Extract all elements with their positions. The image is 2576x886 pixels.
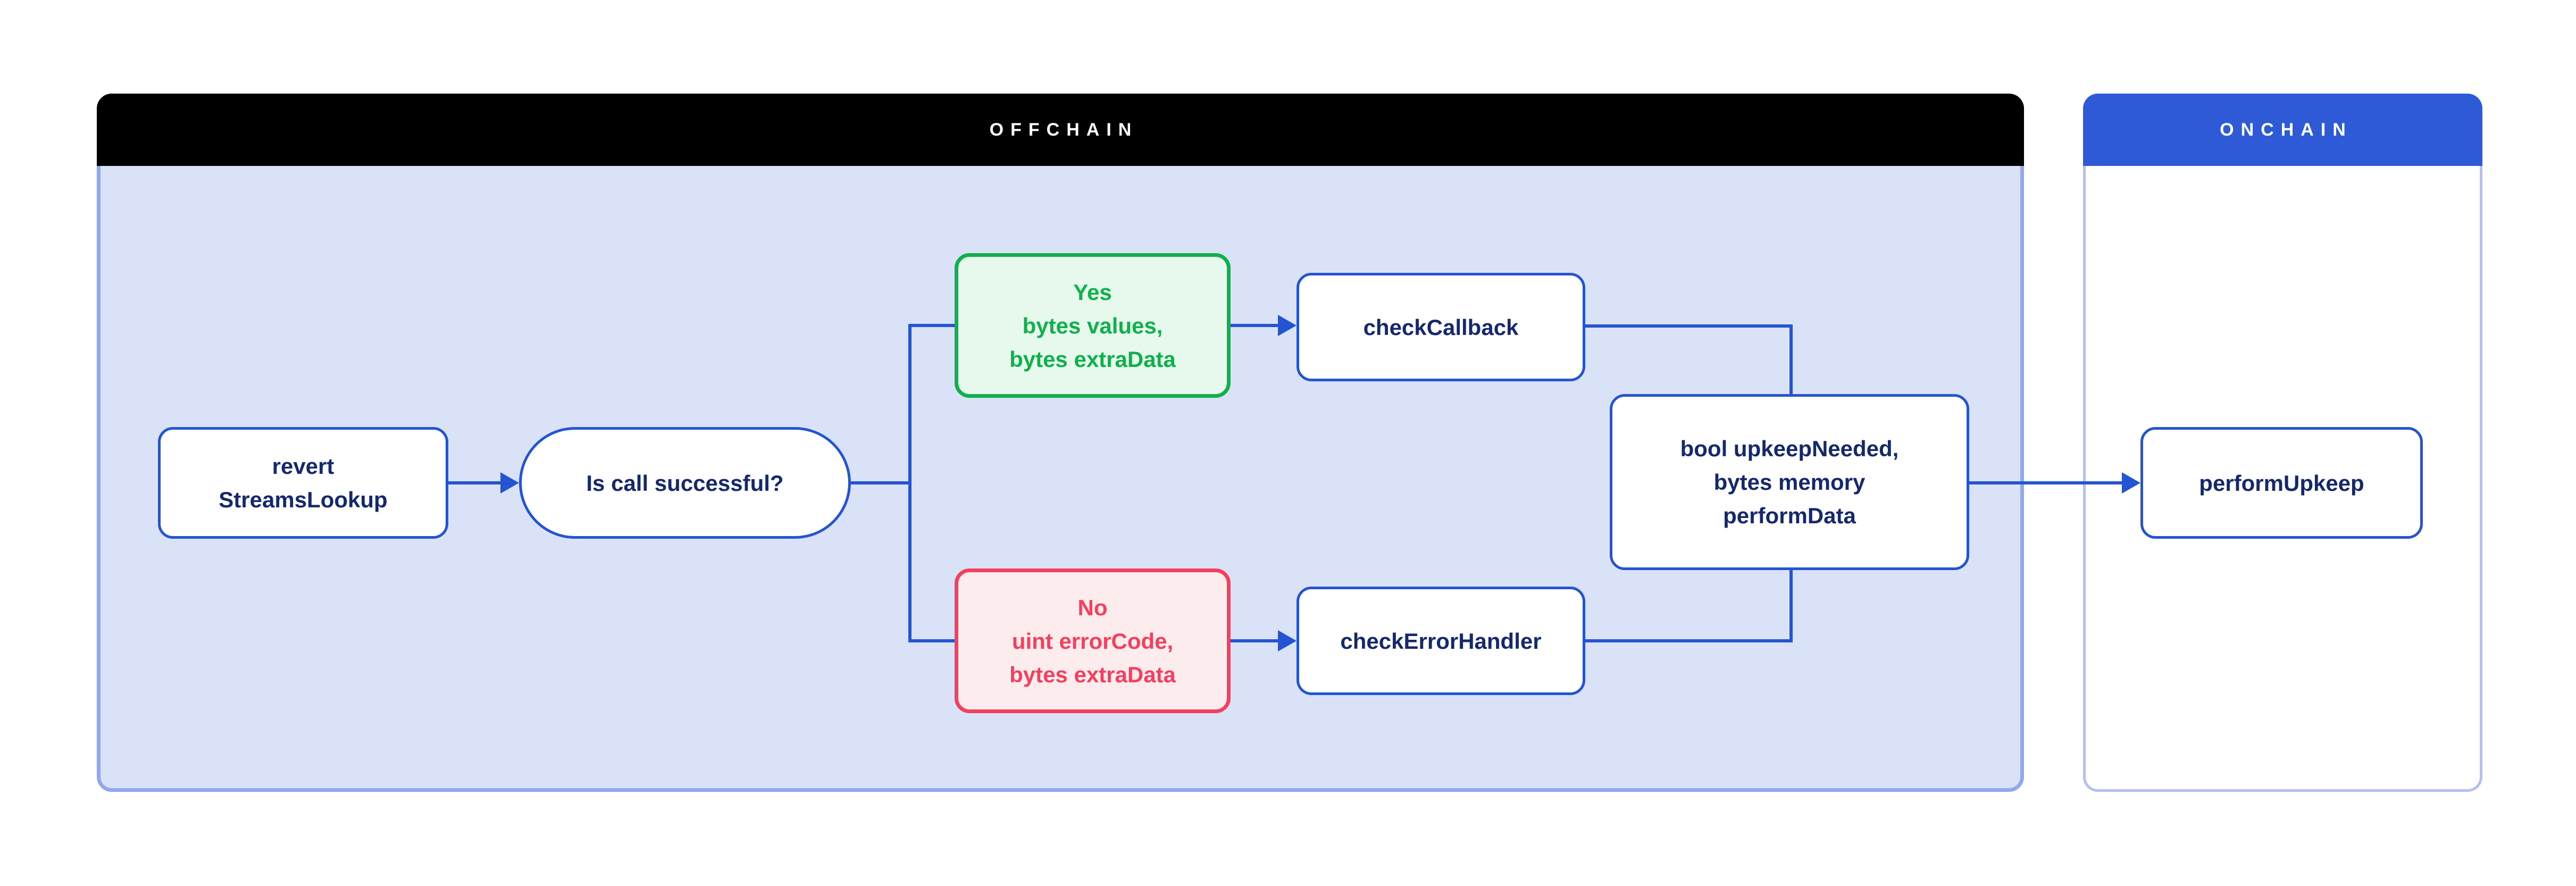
node-yes-line2: bytes values,	[1022, 313, 1163, 338]
onchain-panel-title: ONCHAIN	[2220, 119, 2353, 140]
node-no-line3: bytes extraData	[1009, 662, 1176, 687]
node-checkcallback: checkCallback	[1297, 273, 1585, 381]
node-yes-branch: Yes bytes values, bytes extraData	[955, 253, 1231, 398]
node-yes-line3: bytes extraData	[1009, 346, 1176, 372]
offchain-panel-title: OFFCHAIN	[989, 119, 1139, 140]
node-revert-streamslookup: revert StreamsLookup	[158, 427, 448, 539]
connector-checkerrorhandler-elbow-h-line	[1585, 639, 1793, 642]
node-checkerrorhandler: checkErrorHandler	[1297, 587, 1585, 695]
arrowhead-into-checkcallback-icon	[1278, 315, 1297, 336]
arrowhead-into-checkerrorhandler-icon	[1278, 630, 1297, 651]
arrowhead-into-question-icon	[500, 472, 519, 494]
node-checkcallback-label: checkCallback	[1363, 314, 1519, 340]
connector-checkcallback-elbow-v-line	[1789, 324, 1793, 396]
connector-checkcallback-elbow-h-line	[1585, 324, 1793, 328]
node-no-line1: No	[1077, 595, 1108, 620]
node-performupkeep-label: performUpkeep	[2199, 470, 2364, 496]
node-upkeep-needed-line2: bytes memory	[1713, 470, 1866, 495]
connector-revert-to-question-line	[448, 481, 501, 484]
node-revert-line1: revert	[272, 454, 334, 479]
node-performupkeep: performUpkeep	[2140, 427, 2423, 539]
node-yes-line1: Yes	[1073, 279, 1112, 305]
arrowhead-into-performupkeep-icon	[2122, 472, 2140, 494]
node-upkeep-needed: bool upkeepNeeded, bytes memory performD…	[1610, 394, 1969, 570]
connector-checkerrorhandler-elbow-v-line	[1789, 569, 1793, 642]
connector-no-to-checkerrorhandler-line	[1231, 639, 1278, 642]
node-is-call-successful: Is call successful?	[519, 427, 851, 539]
connector-question-to-split-line	[851, 481, 911, 484]
node-no-line2: uint errorCode,	[1011, 628, 1174, 654]
node-checkerrorhandler-label: checkErrorHandler	[1340, 628, 1542, 654]
connector-split-to-yes-line	[911, 324, 955, 327]
connector-split-to-no-line	[911, 639, 955, 642]
connector-upkeepneeded-to-performupkeep-line	[1969, 481, 2122, 484]
node-upkeep-needed-line1: bool upkeepNeeded,	[1680, 436, 1899, 461]
node-upkeep-needed-line3: performData	[1723, 503, 1856, 528]
node-revert-line2: StreamsLookup	[219, 487, 388, 512]
node-no-branch: No uint errorCode, bytes extraData	[955, 569, 1231, 713]
connector-branch-split-line	[908, 324, 911, 642]
offchain-panel-header: OFFCHAIN	[97, 94, 2024, 166]
onchain-panel-header: ONCHAIN	[2083, 94, 2482, 166]
node-is-call-successful-label: Is call successful?	[586, 470, 784, 496]
connector-yes-to-checkcallback-line	[1231, 324, 1278, 327]
